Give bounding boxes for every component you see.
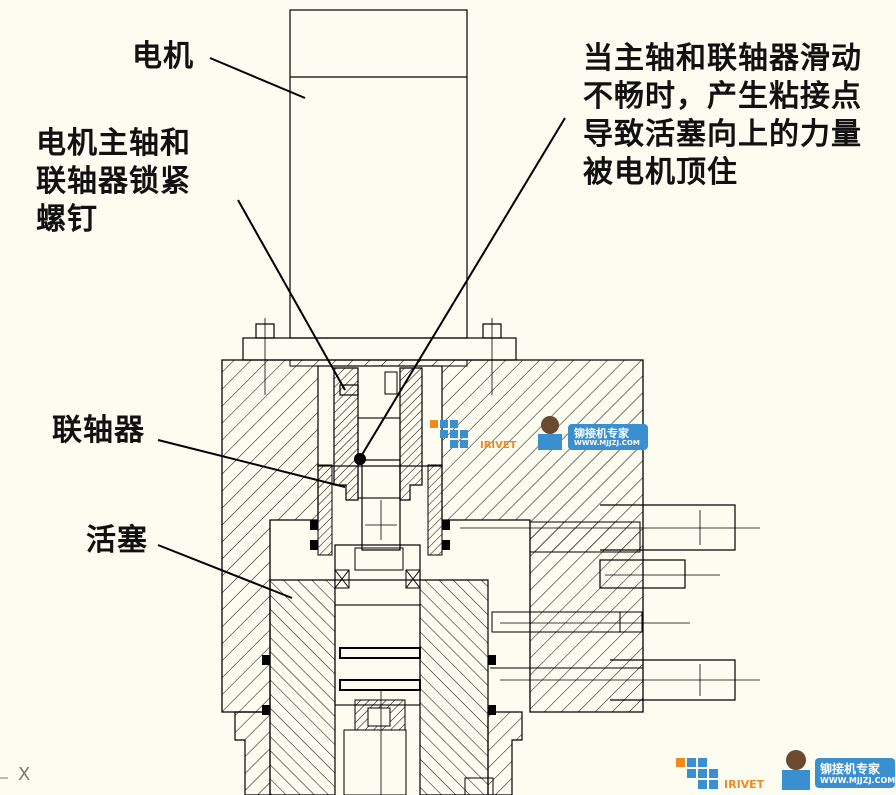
watermark-site-name-2: 铆接机专家 (820, 762, 881, 776)
piston (269, 544, 489, 795)
watermark-brand: IRIVET (480, 440, 517, 451)
watermark-site-name: 铆接机专家 (574, 427, 629, 440)
label-locking-screw: 电机主轴和 联轴器锁紧 螺钉 (36, 126, 191, 237)
axis-mark: X (18, 764, 31, 785)
label-motor: 电机 (132, 39, 194, 74)
leader-lines (157, 57, 566, 599)
bottom-housing (234, 711, 523, 795)
watermark-logo (430, 416, 648, 450)
label-coupling: 联轴器 (52, 413, 145, 448)
piston-rod (361, 459, 401, 551)
watermark-logo-2 (676, 750, 895, 790)
watermark-site-url-2: WWW.MJJZJ.COM (820, 776, 896, 785)
watermark-brand-2: IRIVET (724, 778, 765, 791)
watermark-site-url: WWW.MJJZJ.COM (574, 439, 640, 447)
label-piston: 活塞 (86, 523, 148, 558)
port-fitting-lower (491, 611, 690, 633)
motor-body (289, 9, 468, 339)
port-fitting-bottom (490, 659, 760, 712)
sleeve (310, 464, 450, 556)
port-fitting-top (460, 504, 760, 553)
label-sticking-note: 当主轴和联轴器滑动 不畅时，产生粘接点 导致活塞向上的力量 被电机顶住 (583, 41, 862, 190)
port-fitting-mid (599, 559, 720, 589)
stick-point-marker (354, 453, 366, 465)
coupling (333, 367, 423, 501)
seal-rings-left (262, 655, 496, 715)
